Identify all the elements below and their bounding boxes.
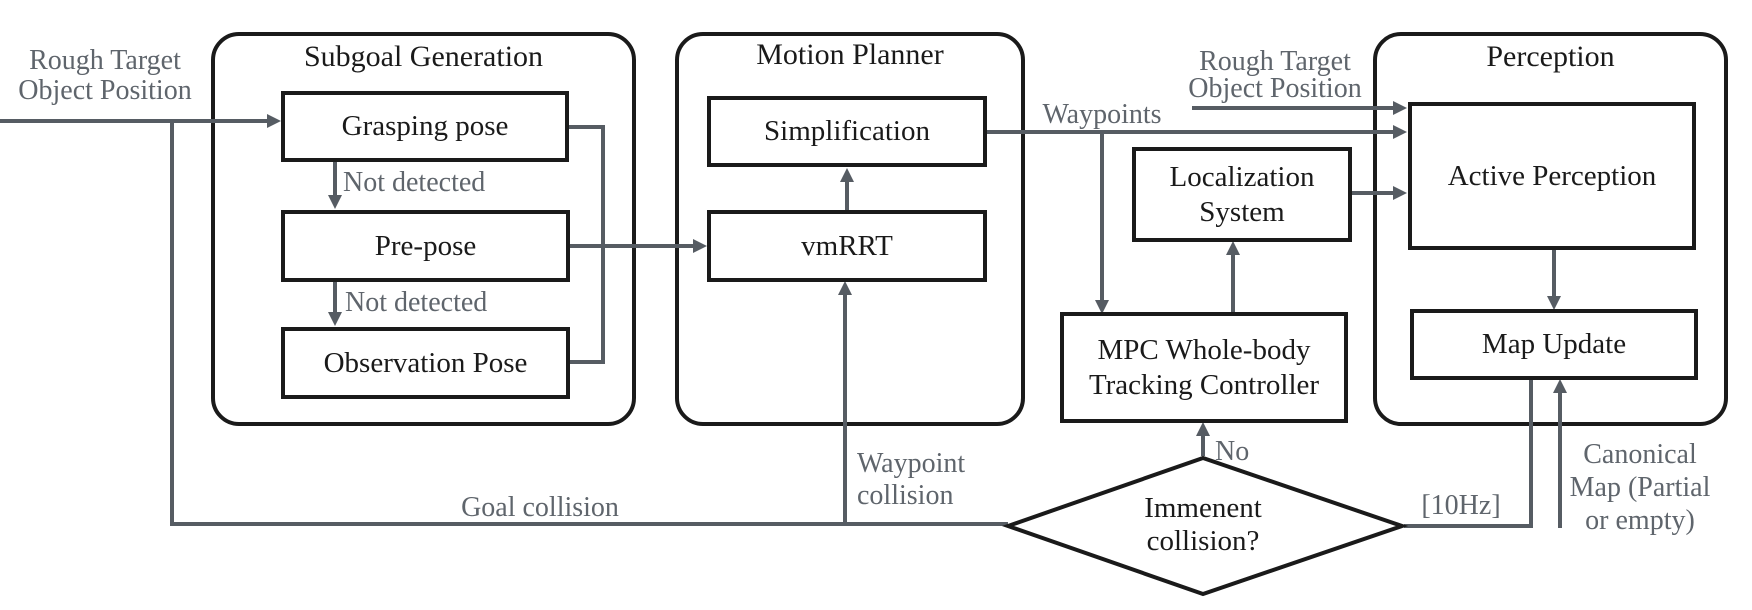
vmrrt-box: vmRRT [707,210,987,282]
grasping-pose-box: Grasping pose [281,91,569,162]
no-label: No [1215,436,1250,467]
waypoints-label: Waypoints [1042,99,1162,130]
not-detected-label-1: Not detected [343,167,486,198]
rough-target-right-label: Rough Target Object Position [1188,46,1362,104]
perception-title: Perception [1486,40,1615,73]
map-update-to-diamond-line [1404,380,1533,528]
rough-target-left-label: Rough Target Object Position [18,45,192,106]
localization-system-box: Localization System [1132,147,1352,242]
simplification-box: Simplification [707,96,987,167]
subgoal-generation-title: Subgoal Generation [303,40,544,73]
observation-pose-box: Observation Pose [281,327,570,399]
goal-collision-label: Goal collision [461,492,619,523]
rate-label: [10Hz] [1421,490,1501,521]
imminent-collision-diamond [1001,455,1409,597]
mpc-controller-box: MPC Whole-body Tracking Controller [1060,312,1348,423]
goal-collision-feedback-line [170,121,1008,526]
canonical-map-label: Canonical Map (Partial or empty) [1569,439,1711,536]
pre-pose-box: Pre-pose [281,210,570,282]
active-perception-box: Active Perception [1408,102,1696,250]
not-detected-label-2: Not detected [345,287,488,318]
map-update-box: Map Update [1410,309,1698,380]
waypoint-collision-label: Waypoint collision [857,448,966,511]
motion-planner-title: Motion Planner [756,38,944,71]
imminent-collision-question: Immenent collision? [1144,492,1262,557]
